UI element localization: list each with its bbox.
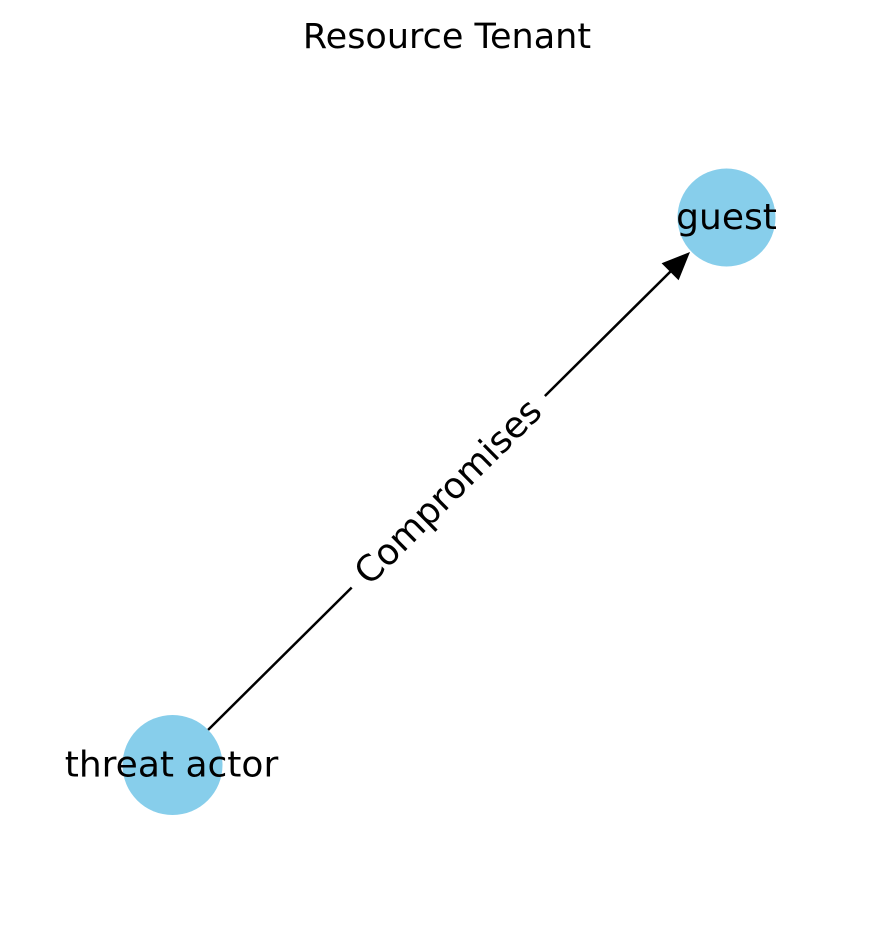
- edge-label: Compromises: [347, 391, 550, 593]
- node-threat-actor: [122, 715, 223, 815]
- node-label-guest: guest: [676, 197, 777, 238]
- node-label-threat-actor: threat actor: [65, 745, 279, 786]
- figure-title: Resource Tenant: [303, 17, 591, 57]
- node-guest: [677, 168, 776, 267]
- arrowhead-icon: [661, 252, 690, 281]
- edge-label-group: Compromises: [332, 376, 565, 608]
- edge-label-background: [332, 376, 565, 608]
